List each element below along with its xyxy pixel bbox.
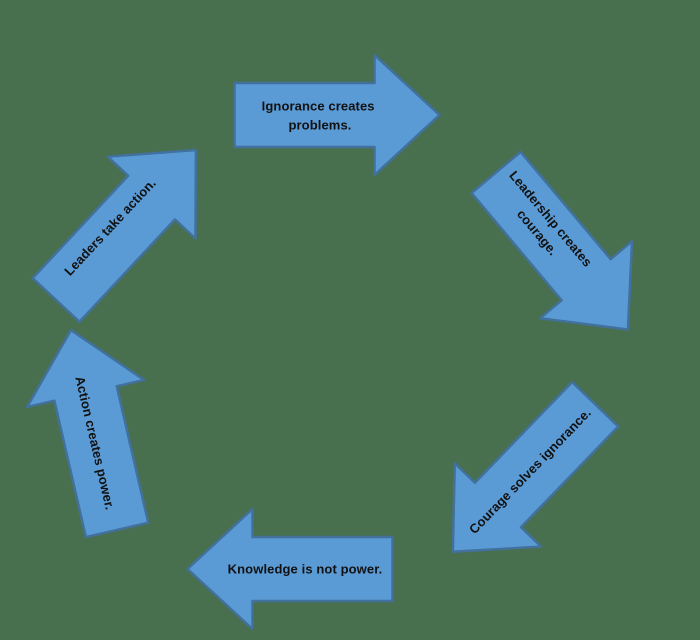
cycle-arrow-knowledge-is-not-power: Knowledge is not power. bbox=[186, 507, 394, 631]
cycle-arrow-action-creates-power: Action creates power. bbox=[11, 315, 177, 545]
arrow-label-knowledge-is-not-power: Knowledge is not power. bbox=[228, 562, 383, 577]
label-line: problems. bbox=[288, 118, 351, 133]
label-line: Knowledge is not power. bbox=[228, 562, 383, 577]
cycle-arrow-ignorance-creates-problems: Ignorance creates problems. bbox=[233, 53, 441, 177]
label-line: Ignorance creates bbox=[262, 99, 375, 114]
arrow-label-ignorance-creates-problems: Ignorance creates problems. bbox=[262, 99, 379, 133]
